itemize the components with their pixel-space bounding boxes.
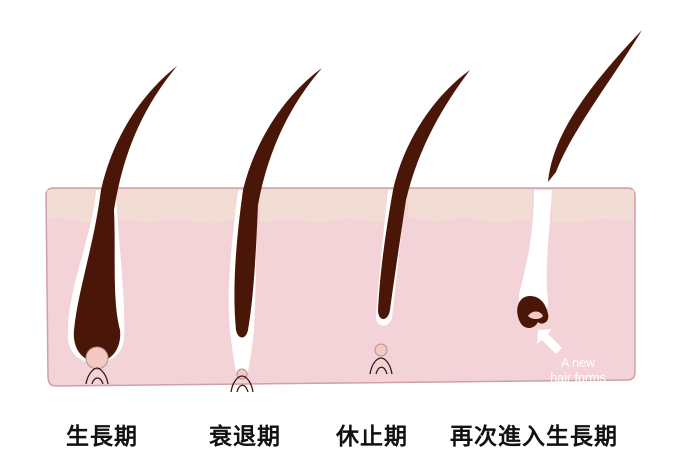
stage-label-telogen: 休止期 (336, 424, 408, 450)
stage-label-anagen: 生長期 (66, 424, 138, 450)
hair-shaft-1 (73, 66, 177, 362)
skin-block (45, 187, 636, 387)
papilla-1 (85, 346, 109, 370)
new-hair-note-line1: A new (560, 356, 596, 370)
new-hair-note-line2: hair forms (550, 371, 606, 385)
nerve-1 (85, 367, 109, 385)
stage-label-new-anagen: 再次進入生長期 (450, 424, 618, 450)
papilla-3 (374, 343, 388, 357)
shed-hair (548, 30, 642, 182)
stage-label-catagen: 衰退期 (209, 424, 281, 450)
nerve-2 (230, 375, 254, 393)
hair-shaft-2 (234, 68, 322, 338)
new-hair-note: A new hair forms (540, 356, 616, 386)
papilla-4 (528, 311, 543, 319)
skin-surface-layer (47, 190, 634, 224)
follicle-4 (518, 190, 552, 317)
hair-shaft-3 (378, 70, 470, 319)
nerve-3 (369, 357, 393, 375)
new-hair-bulb (517, 296, 549, 328)
arrow-up-left-icon (537, 329, 562, 354)
